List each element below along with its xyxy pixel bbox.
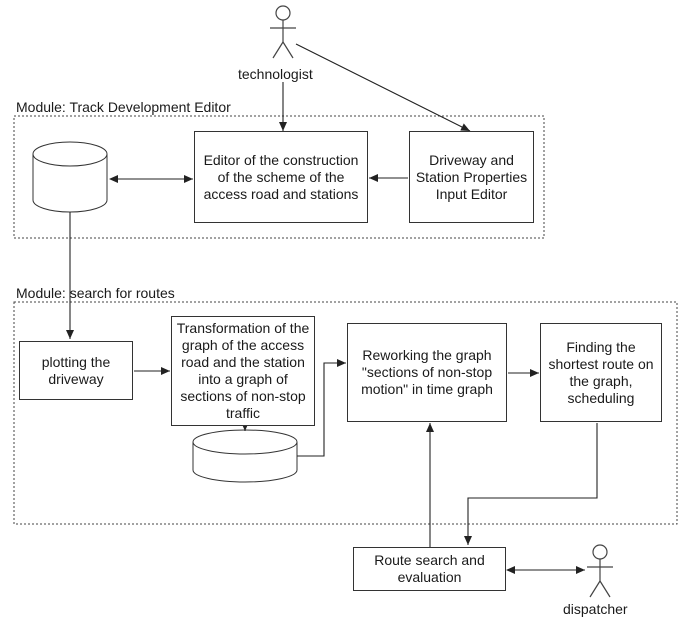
route-search-block: Route search and evaluation — [353, 547, 506, 591]
finding-block: Finding the shortest route on the graph,… — [540, 323, 662, 422]
database-icon — [32, 141, 108, 213]
module-editor-title: Module: Track Development Editor — [16, 99, 231, 115]
module-editor-frame — [13, 115, 545, 239]
properties-editor-block: Driveway and Station Properties Input Ed… — [409, 131, 534, 223]
dispatcher-actor-icon — [587, 544, 613, 598]
module-search-title: Module: search for routes — [16, 285, 175, 301]
arrow-finding-to-route-search — [464, 423, 598, 545]
transformation-block: Transformation of the graph of the acces… — [171, 316, 315, 426]
graph-storage-icon — [192, 429, 298, 483]
construction-editor-block: Editor of the construction of the scheme… — [194, 131, 368, 223]
module-search-frame — [13, 301, 678, 525]
arrow-technologist-to-properties-editor — [295, 43, 471, 132]
reworking-block: Reworking the graph "sections of non-sto… — [347, 323, 507, 422]
dispatcher-label: dispatcher — [563, 601, 628, 617]
plotting-block: plotting the driveway — [19, 341, 133, 400]
arrow-storage-to-reworking — [297, 359, 346, 457]
technologist-label: technologist — [238, 66, 313, 82]
technologist-actor-icon — [270, 5, 296, 59]
